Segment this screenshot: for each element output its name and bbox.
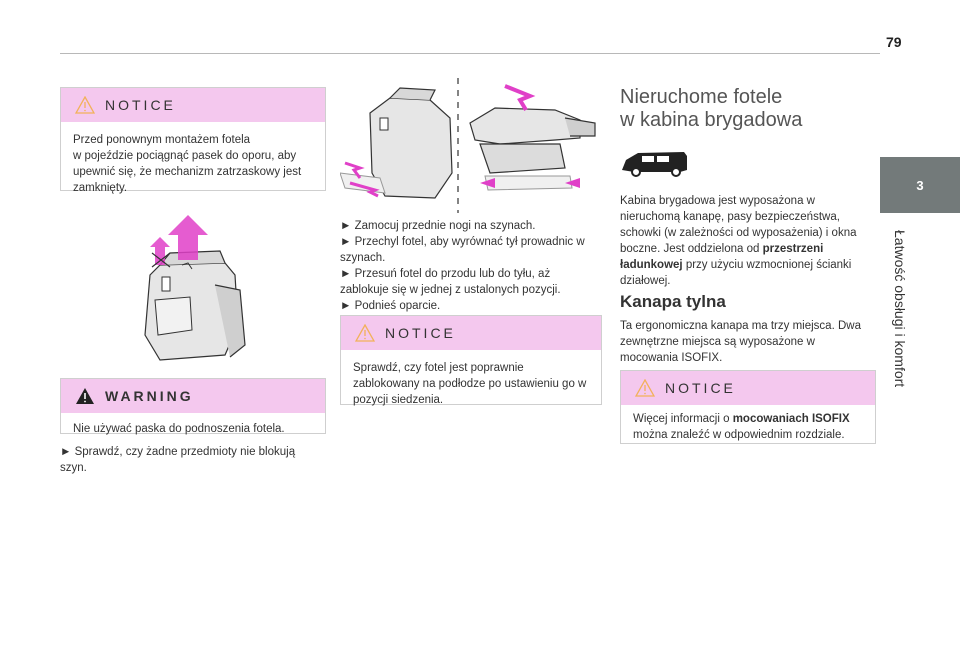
notice-box-1: NOTICE Przed ponownym montażem fotela w …: [60, 87, 326, 194]
chapter-number: 3: [916, 177, 924, 193]
page-number: 79: [886, 34, 902, 50]
notice-text-a: Więcej informacji o: [633, 413, 733, 425]
section-title-line1: Nieruchome fotele: [620, 86, 783, 108]
notice-text: Sprawdź, czy fotel jest poprawnie zablok…: [353, 362, 587, 406]
middle-steps: ► Zamocuj przednie nogi na szynach. ► Pr…: [340, 218, 600, 314]
right-paragraph-2: Ta ergonomiczna kanapa ma trzy miejsca. …: [620, 320, 861, 364]
paragraph-bold: przestrzeni ładunkowej: [620, 243, 824, 271]
notice-header: NOTICE: [61, 88, 325, 122]
seat-illustration-1: [144, 215, 246, 361]
chapter-tab[interactable]: 3: [880, 157, 960, 213]
right-paragraph: Kabina brygadowa jest wyposażona w nieru…: [620, 193, 875, 289]
left-step: ► Sprawdź, czy żadne przedmioty nie blok…: [60, 446, 296, 474]
notice-box-2: NOTICE Sprawdź, czy fotel jest poprawnie…: [340, 315, 602, 406]
seat-illustration-2: [340, 78, 596, 213]
notice-box-3: NOTICE Więcej informacji o mocowaniach I…: [620, 370, 876, 444]
notice-header: NOTICE: [341, 316, 601, 350]
notice-triangle-icon: [355, 324, 375, 342]
subsection-title: Kanapa tylna: [620, 292, 726, 311]
side-title: Łatwość obsługi i komfort: [892, 230, 908, 390]
notice-text: Więcej informacji o mocowaniach ISOFIX m…: [621, 405, 875, 451]
notice-label: NOTICE: [385, 325, 456, 341]
notice-header: NOTICE: [621, 371, 875, 405]
paragraph-text-b: przy użyciu wzmocnionej ścianki działowe…: [620, 259, 852, 287]
step-1: ► Zamocuj przednie nogi na szynach.: [340, 220, 536, 232]
warning-label: WARNING: [105, 388, 194, 404]
van-icon: [622, 152, 687, 177]
step-2: ► Przechyl fotel, aby wyrównać tył prowa…: [340, 236, 585, 264]
section-title: Nieruchome fotele w kabina brygadowa: [620, 86, 875, 132]
notice-bold: mocowaniach ISOFIX: [732, 413, 850, 425]
section-title-line2: w kabina brygadowa: [620, 109, 803, 131]
top-rule: [60, 53, 880, 54]
notice-text-b: można znaleźć w odpowiednim rozdziale.: [633, 429, 845, 441]
warning-box: WARNING Nie używać paska do podnoszenia …: [60, 378, 326, 435]
warning-text: Nie używać paska do podnoszenia fotela.: [73, 423, 285, 435]
side-title-text: Łatwość obsługi i komfort: [892, 230, 908, 388]
notice-triangle-icon: [75, 96, 95, 114]
warning-header: WARNING: [61, 379, 325, 413]
notice-label: NOTICE: [105, 97, 176, 113]
notice-label: NOTICE: [665, 380, 736, 396]
paragraph-text-a: Kabina brygadowa jest wyposażona w nieru…: [620, 195, 857, 255]
step-3: ► Przesuń fotel do przodu lub do tyłu, a…: [340, 268, 561, 296]
notice-text: Przed ponownym montażem fotela w pojeźdz…: [73, 134, 302, 194]
notice-triangle-icon: [635, 379, 655, 397]
step-4: ► Podnieś oparcie.: [340, 300, 441, 312]
warning-triangle-icon: [76, 388, 94, 404]
